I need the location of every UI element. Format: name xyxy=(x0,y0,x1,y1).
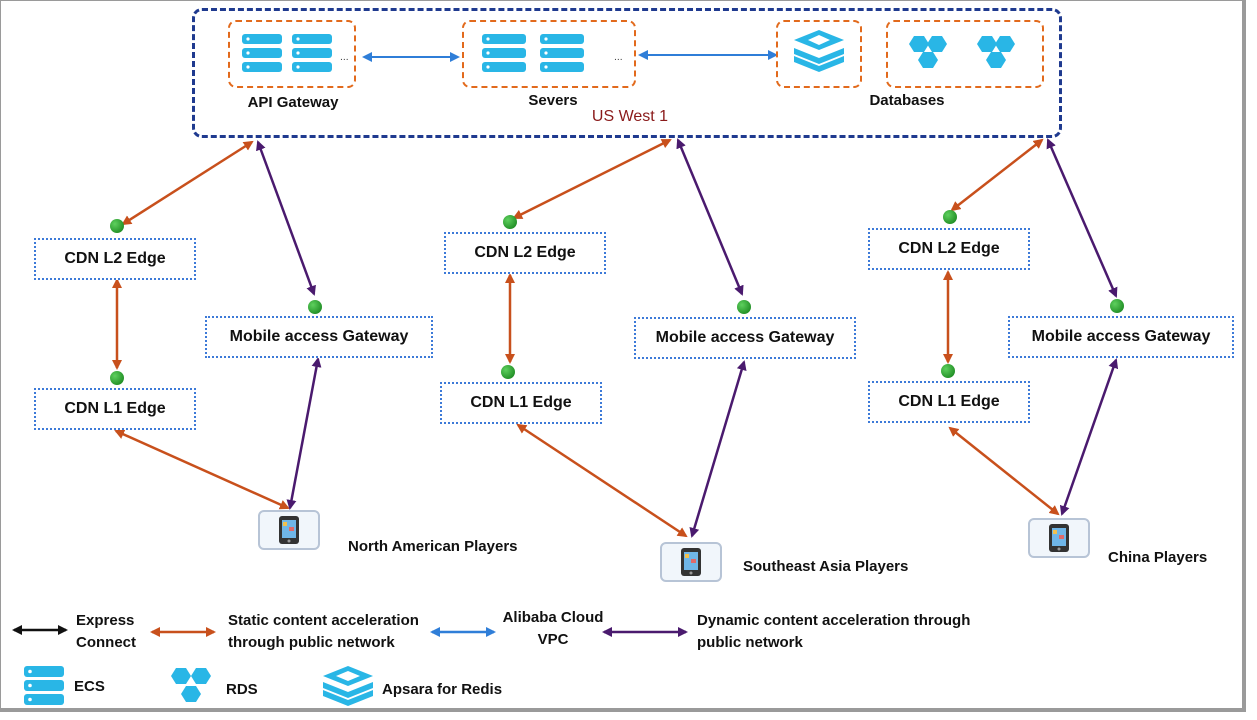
dynamic-arrow-sea-bottom xyxy=(689,360,747,538)
ecs-legend-icon xyxy=(24,666,64,705)
mobile-access-gateway-sea: Mobile access Gateway xyxy=(634,317,856,359)
mobile-access-gateway-na: Mobile access Gateway xyxy=(205,316,433,358)
region-label: US West 1 xyxy=(591,108,669,125)
rds-icons xyxy=(909,36,1015,68)
static-arrow-sea-bottom xyxy=(516,423,688,538)
static-arrow-cn-bottom xyxy=(948,426,1060,516)
static-arrow-na-bottom xyxy=(114,429,290,510)
redis-icon xyxy=(794,30,844,72)
cdn-l1-edge-cn: CDN L1 Edge xyxy=(868,381,1030,423)
static-arrow-na-top xyxy=(121,140,254,226)
redis-group xyxy=(776,20,862,88)
legend-redis: Apsara for Redis xyxy=(382,681,503,698)
mobile-access-gateway-cn: Mobile access Gateway xyxy=(1008,316,1234,358)
svg-text:...: ... xyxy=(614,53,623,63)
servers-label: Severs xyxy=(528,92,578,109)
southeast-asia-players-label: Southeast Asia Players xyxy=(743,558,909,575)
servers-group: ... xyxy=(462,20,636,88)
cdn-l2-edge-na: CDN L2 Edge xyxy=(34,238,196,280)
endpoint-dot xyxy=(943,210,957,224)
endpoint-dot xyxy=(1110,299,1124,313)
ecs-server-icons: ... xyxy=(242,34,349,72)
legend-rds: RDS xyxy=(226,681,258,698)
endpoint-dot xyxy=(941,364,955,378)
dynamic-arrow-cn-top xyxy=(1046,138,1118,298)
china-players-label: China Players xyxy=(1108,549,1208,566)
dynamic-arrow-sea-top xyxy=(676,138,744,296)
ecs-server-icons: ... xyxy=(482,34,623,72)
redis-legend-icon xyxy=(323,666,373,706)
cdn-l2-edge-cn: CDN L2 Edge xyxy=(868,228,1030,270)
dynamic-arrow-na-top xyxy=(256,140,316,296)
endpoint-dot xyxy=(308,300,322,314)
phone-icon xyxy=(1028,518,1090,558)
cdn-l1-edge-sea: CDN L1 Edge xyxy=(440,382,602,424)
legend-express-connect: Express Connect xyxy=(76,612,136,651)
svg-text:...: ... xyxy=(340,53,349,63)
cdn-l1-edge-na: CDN L1 Edge xyxy=(34,388,196,430)
api-gateway-label: API Gateway xyxy=(247,94,339,111)
dynamic-arrow-cn-bottom xyxy=(1059,358,1119,516)
endpoint-dot xyxy=(737,300,751,314)
static-arrow-sea-top xyxy=(512,138,672,220)
phone-icon xyxy=(660,542,722,582)
endpoint-dot xyxy=(503,215,517,229)
api-gateway-group: ... xyxy=(228,20,356,88)
phone-icon xyxy=(258,510,320,550)
legend-static: Static content acceleration through publ… xyxy=(228,612,419,651)
north-american-players-label: North American Players xyxy=(348,538,518,555)
static-arrow-cn-top xyxy=(950,138,1044,212)
legend-ecs: ECS xyxy=(74,678,105,695)
dynamic-arrow-na-bottom xyxy=(286,357,322,510)
legend-dynamic: Dynamic content acceleration through pub… xyxy=(697,612,971,651)
endpoint-dot xyxy=(110,371,124,385)
rds-group xyxy=(886,20,1044,88)
databases-label: Databases xyxy=(869,92,945,109)
us-west-region xyxy=(192,8,1062,138)
endpoint-dot xyxy=(501,365,515,379)
rds-legend-icon xyxy=(171,668,211,702)
endpoint-dot xyxy=(110,219,124,233)
cdn-l2-edge-sea: CDN L2 Edge xyxy=(444,232,606,274)
legend-vpc: Alibaba Cloud VPC xyxy=(502,609,604,648)
